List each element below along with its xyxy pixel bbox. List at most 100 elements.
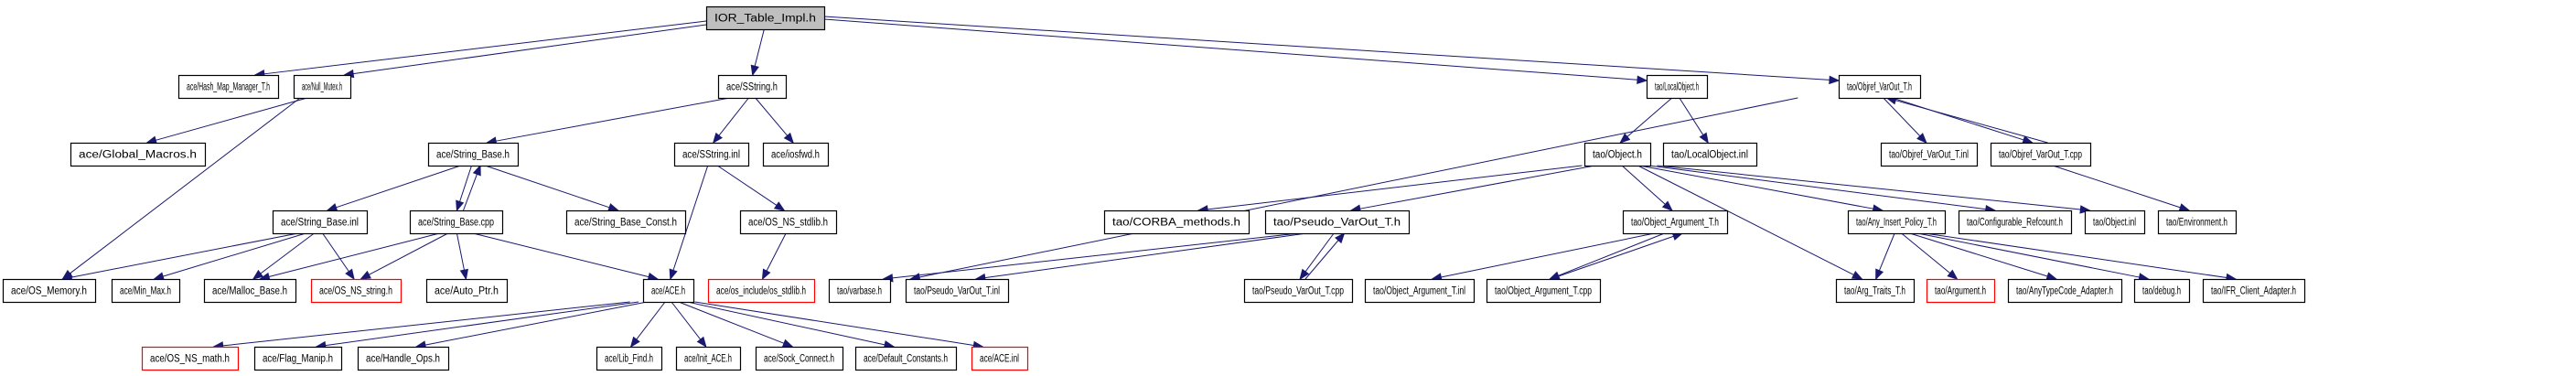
- file-node[interactable]: ace/ACE.h: [642, 278, 695, 304]
- edge-objarg_cpp-to-objarg_h: [1550, 231, 1684, 280]
- node-label: tao/AnyTypeCode_Adapter.h: [2016, 286, 2113, 297]
- node-label: ace/Flag_Manip.h: [263, 354, 333, 365]
- node-box: [1838, 74, 1922, 100]
- edge-root-to-objref_h: [823, 16, 1841, 85]
- file-node[interactable]: tao/Object_Argument_T.cpp: [1486, 278, 1602, 304]
- edge-root-to-hashmap: [253, 20, 707, 79]
- file-node[interactable]: tao/Pseudo_VarOut_T.cpp: [1243, 278, 1354, 304]
- edge-stringbase_h-to-stringbase_const: [485, 165, 619, 212]
- file-node[interactable]: tao/CORBA_methods.h: [1103, 209, 1250, 235]
- file-node[interactable]: tao/AnyTypeCode_Adapter.h: [2007, 278, 2123, 304]
- file-node[interactable]: ace/String_Base.h: [427, 142, 520, 167]
- node-label: ace/Handle_Ops.h: [366, 354, 440, 365]
- edge-line: [2053, 165, 2181, 209]
- file-node[interactable]: ace/Min_Max.h: [111, 278, 181, 304]
- edge-line: [263, 20, 707, 75]
- node-label: ace/String_Base.h: [436, 150, 510, 161]
- file-node[interactable]: ace/String_Base.inl: [272, 209, 369, 235]
- edge-line: [260, 232, 315, 274]
- edge-line: [369, 232, 448, 275]
- edge-anyinsert-to-ifr: [1925, 232, 2238, 283]
- edge-sstring_inl-to-ace_h: [669, 165, 709, 281]
- file-node[interactable]: ace/SString.h: [717, 74, 788, 100]
- node-box: [1847, 209, 1947, 235]
- node-label: tao/Object.inl: [2093, 218, 2136, 229]
- file-node[interactable]: tao/IFR_Client_Adapter.h: [2202, 278, 2306, 304]
- file-node[interactable]: ace/Lib_Find.h: [596, 346, 663, 371]
- file-node[interactable]: ace/Auto_Ptr.h: [425, 278, 509, 304]
- node-box: [905, 278, 1010, 304]
- file-node[interactable]: ace/SString.inl: [673, 142, 750, 167]
- arrowhead-icon: [153, 272, 165, 281]
- node-box: [409, 209, 504, 235]
- file-node[interactable]: ace/String_Base_Const.h: [565, 209, 687, 235]
- file-node[interactable]: ace/Malloc_Base.h: [203, 278, 297, 304]
- file-node[interactable]: ace/Sock_Connect.h: [755, 346, 844, 371]
- node-label: IOR_Table_Impl.h: [714, 14, 816, 25]
- edge-line: [1441, 232, 1655, 278]
- node-label: ace/OS_NS_math.h: [150, 354, 230, 365]
- arrowhead-icon: [252, 269, 264, 280]
- file-node[interactable]: ace/Flag_Manip.h: [253, 346, 343, 371]
- file-node[interactable]: tao/Object.inl: [2084, 209, 2146, 235]
- file-node[interactable]: ace/Global_Macros.h: [70, 142, 207, 167]
- node-label: tao/IFR_Client_Adapter.h: [2211, 286, 2296, 297]
- node-label: tao/CORBA_methods.h: [1112, 218, 1240, 229]
- node-label: ace/Init_ACE.h: [684, 354, 732, 365]
- node-box: [2007, 278, 2123, 304]
- edge-anyinsert-to-argument: [1901, 232, 1959, 280]
- file-node[interactable]: tao/varbase.h: [828, 278, 892, 304]
- node-box: [2202, 278, 2306, 304]
- edge-stringbase_cpp-to-mallocbase: [258, 232, 440, 281]
- file-node[interactable]: tao/Objref_VarOut_T.h: [1838, 74, 1922, 100]
- file-node[interactable]: ace/Hash_Map_Manager_T.h: [177, 74, 280, 100]
- file-node[interactable]: tao/Argument.h: [1926, 278, 1996, 304]
- arrowhead-icon: [2045, 272, 2058, 281]
- file-node[interactable]: ace/String_Base.cpp: [409, 209, 504, 235]
- arrowhead-icon: [1947, 269, 1959, 280]
- edge-stringbase_inl-to-os_ns_string: [322, 232, 355, 281]
- edge-localobj_h-to-object_h: [1619, 97, 1673, 144]
- file-node[interactable]: tao/debug.h: [2133, 278, 2191, 304]
- file-node[interactable]: ace/OS_NS_math.h: [141, 346, 240, 371]
- node-label: ace/os_include/os_stdlib.h: [716, 286, 806, 297]
- file-node[interactable]: tao/Environment.h: [2157, 209, 2238, 235]
- file-node[interactable]: tao/LocalObject.h: [1646, 74, 1709, 100]
- edge-objref_h-to-objref_inl: [1883, 97, 1927, 144]
- file-node[interactable]: ace/ACE.inl: [971, 346, 1029, 371]
- node-label: tao/Pseudo_VarOut_T.inl: [914, 286, 1000, 297]
- node-box: [762, 142, 830, 167]
- node-label: tao/Objref_VarOut_T.cpp: [1999, 150, 2082, 161]
- file-node[interactable]: ace/os_include/os_stdlib.h: [707, 278, 816, 304]
- edge-line: [1909, 232, 2048, 277]
- file-node[interactable]: tao/Object.h: [1583, 142, 1652, 167]
- node-box: [2084, 209, 2146, 235]
- file-node[interactable]: tao/Objref_VarOut_T.cpp: [1990, 142, 2092, 167]
- file-node[interactable]: tao/Object_Argument_T.inl: [1364, 278, 1476, 304]
- edge-line: [1558, 232, 1665, 276]
- file-node[interactable]: ace/iosfwd.h: [762, 142, 830, 167]
- file-node[interactable]: ace/Handle_Ops.h: [357, 346, 450, 371]
- file-node[interactable]: tao/Pseudo_VarOut_T.h: [1264, 209, 1411, 235]
- file-node[interactable]: tao/Objref_VarOut_T.inl: [1880, 142, 1979, 167]
- file-node[interactable]: tao/LocalObject.inl: [1662, 142, 1758, 167]
- file-node[interactable]: tao/Pseudo_VarOut_T.inl: [905, 278, 1010, 304]
- file-node[interactable]: ace/Init_ACE.h: [675, 346, 742, 371]
- file-node[interactable]: ace/OS_NS_stdlib.h: [739, 209, 838, 235]
- file-node[interactable]: ace/Default_Constants.h: [854, 346, 958, 371]
- file-node[interactable]: ace/Null_Mutex.h: [293, 74, 352, 100]
- edge-ace_h-to-initace: [671, 301, 707, 349]
- node-label: ace/Lib_Find.h: [605, 354, 653, 365]
- node-box: [425, 278, 509, 304]
- node-label: ace/OS_NS_stdlib.h: [748, 218, 828, 229]
- file-node[interactable]: ace/OS_NS_string.h: [310, 278, 402, 304]
- edge-objarg_h-to-objarg_inl: [1431, 232, 1655, 282]
- file-node[interactable]: tao/Configurable_Refcount.h: [1958, 209, 2073, 235]
- file-node[interactable]: tao/Any_Insert_Policy_T.h: [1847, 209, 1947, 235]
- node-label: tao/LocalObject.inl: [1671, 150, 1748, 161]
- node-box: [717, 74, 788, 100]
- file-node[interactable]: tao/Arg_Traits_T.h: [1835, 278, 1916, 304]
- file-node[interactable]: tao/Object_Argument_T.h: [1622, 209, 1729, 235]
- file-node[interactable]: ace/OS_Memory.h: [2, 278, 97, 304]
- arrowhead-icon: [1851, 271, 1863, 280]
